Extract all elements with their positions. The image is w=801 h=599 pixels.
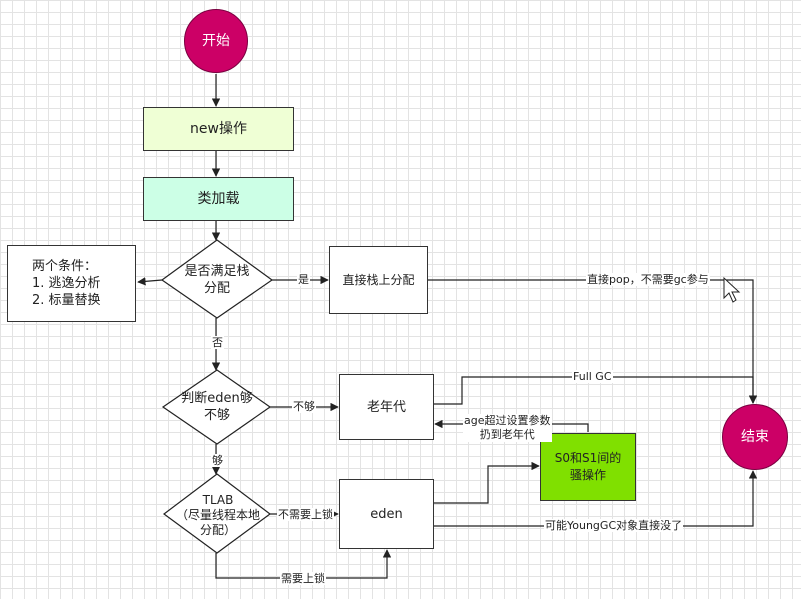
eden-label: eden <box>370 506 403 522</box>
conditions-line2: 1. 逃逸分析 <box>32 276 101 291</box>
eden-node: eden <box>339 479 434 549</box>
new-operation-node: new操作 <box>143 107 294 151</box>
stack-check-line1: 是否满足栈 <box>184 264 250 279</box>
edge-oldgen-end <box>433 376 758 405</box>
tlab-line2: （尽量线程本地 <box>175 507 260 522</box>
start-node: 开始 <box>184 9 248 73</box>
old-gen-node: 老年代 <box>339 374 434 440</box>
conditions-line3: 2. 标量替换 <box>32 293 101 308</box>
tlab-diamond <box>162 473 272 554</box>
stack-check-diamond <box>160 239 274 319</box>
edge-label-need-lock: 需要上锁 <box>280 572 326 585</box>
edge-label-full-gc: Full GC <box>572 370 613 383</box>
tlab-line3: 分配） <box>199 522 236 537</box>
s0s1-line1: S0和S1间的 <box>554 451 622 465</box>
eden-check-line1: 判断eden够 <box>181 391 253 406</box>
stack-check-line2: 分配 <box>203 281 230 296</box>
edge-stackalloc-end <box>428 279 758 404</box>
stack-check-text: 是否满足栈 分配 <box>172 259 262 301</box>
mouse-cursor-icon <box>723 276 741 303</box>
s0s1-node: S0和S1间的 骚操作 <box>540 433 636 501</box>
edge-label-age: age超过设置参数 扔到老年代 <box>463 414 552 442</box>
edge-label-no-lock: 不需要上锁 <box>277 508 334 521</box>
class-load-node: 类加载 <box>143 177 294 221</box>
eden-check-diamond <box>161 369 272 445</box>
edge-label-age-line1: age超过设置参数 <box>464 414 551 427</box>
conditions-line1: 两个条件： <box>32 259 98 274</box>
edge-label-direct-pop: 直接pop，不需要gc参与 <box>586 273 710 286</box>
conditions-node: 两个条件： 1. 逃逸分析 2. 标量替换 <box>7 245 136 322</box>
edge-label-enough: 够 <box>211 454 224 467</box>
s0s1-line2: 骚操作 <box>569 468 606 482</box>
edge-eden-end <box>433 470 758 527</box>
new-operation-label: new操作 <box>190 120 247 137</box>
edge-label-yes: 是 <box>297 273 310 286</box>
end-node: 结束 <box>722 404 788 470</box>
start-label: 开始 <box>202 32 230 49</box>
class-load-label: 类加载 <box>197 190 240 207</box>
tlab-text: TLAB （尽量线程本地 分配） <box>166 490 270 540</box>
edge-label-not-enough: 不够 <box>292 400 316 413</box>
old-gen-label: 老年代 <box>366 399 406 415</box>
eden-check-text: 判断eden够 不够 <box>168 387 266 427</box>
edge-eden-s0s1 <box>433 461 540 504</box>
edge-stackcheck-conditions <box>137 277 163 286</box>
stack-alloc-label: 直接栈上分配 <box>342 272 415 287</box>
edge-label-young-gc: 可能YoungGC对象直接没了 <box>544 519 684 532</box>
eden-check-line2: 不够 <box>203 408 230 423</box>
end-label: 结束 <box>741 428 769 445</box>
edge-label-age-line2: 扔到老年代 <box>479 428 535 441</box>
edge-label-no: 否 <box>211 336 224 349</box>
tlab-line1: TLAB <box>202 492 234 507</box>
stack-alloc-node: 直接栈上分配 <box>329 246 428 314</box>
